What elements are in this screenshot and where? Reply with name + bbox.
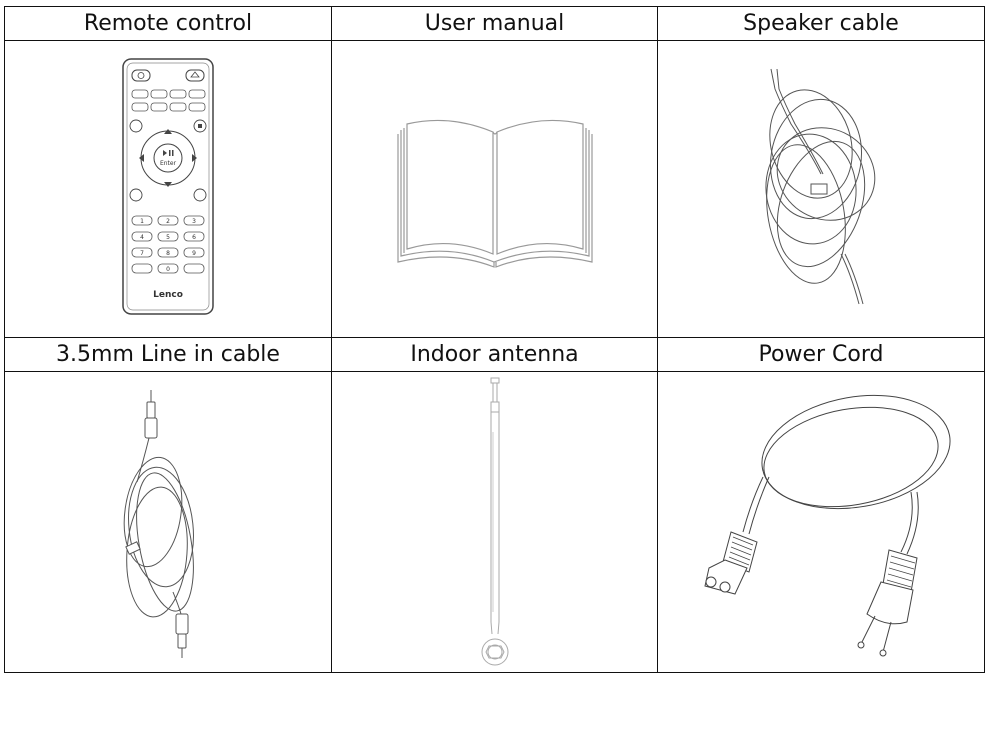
cell-indoor-antenna — [331, 371, 658, 673]
cell-title-remote-control: Remote control — [4, 6, 332, 41]
cell-title-indoor-antenna: Indoor antenna — [331, 337, 658, 372]
key-6: 6 — [192, 234, 196, 241]
remote-control-icon: Enter 1 2 3 4 5 6 7 — [122, 58, 214, 315]
remote-brand: Lenco — [153, 290, 183, 300]
cell-title-power-cord: Power Cord — [657, 337, 985, 372]
key-7: 7 — [140, 250, 144, 257]
open-book-icon — [396, 119, 593, 268]
cell-title-line-in-cable: 3.5mm Line in cable — [4, 337, 332, 372]
key-3: 3 — [192, 218, 196, 225]
key-1: 1 — [140, 218, 144, 225]
image-row-1: Enter 1 2 3 4 5 6 7 — [4, 40, 985, 338]
telescopic-antenna-icon — [481, 377, 508, 666]
cell-remote-control: Enter 1 2 3 4 5 6 7 — [4, 40, 332, 338]
key-0: 0 — [166, 266, 170, 273]
cell-power-cord — [657, 371, 985, 673]
key-8: 8 — [166, 250, 170, 257]
cell-title-user-manual: User manual — [331, 6, 658, 41]
cell-line-in-cable — [4, 371, 332, 673]
cell-title-speaker-cable: Speaker cable — [657, 6, 985, 41]
header-row-1: Remote control User manual Speaker cable — [4, 6, 985, 41]
key-5: 5 — [166, 234, 170, 241]
image-row-2 — [4, 371, 985, 673]
header-row-2: 3.5mm Line in cable Indoor antenna Power… — [4, 337, 985, 372]
power-cord-icon — [704, 394, 951, 657]
enter-label: Enter — [160, 160, 177, 167]
cell-user-manual — [331, 40, 658, 338]
accessories-table: Remote control User manual Speaker cable — [4, 6, 985, 673]
key-9: 9 — [192, 250, 196, 257]
coiled-audio-cable-icon — [123, 390, 194, 658]
key-2: 2 — [166, 218, 170, 225]
accessories-grid: Remote control User manual Speaker cable — [4, 6, 985, 744]
cell-speaker-cable — [657, 40, 985, 338]
key-4: 4 — [140, 234, 144, 241]
coiled-speaker-cable-icon — [765, 68, 876, 305]
